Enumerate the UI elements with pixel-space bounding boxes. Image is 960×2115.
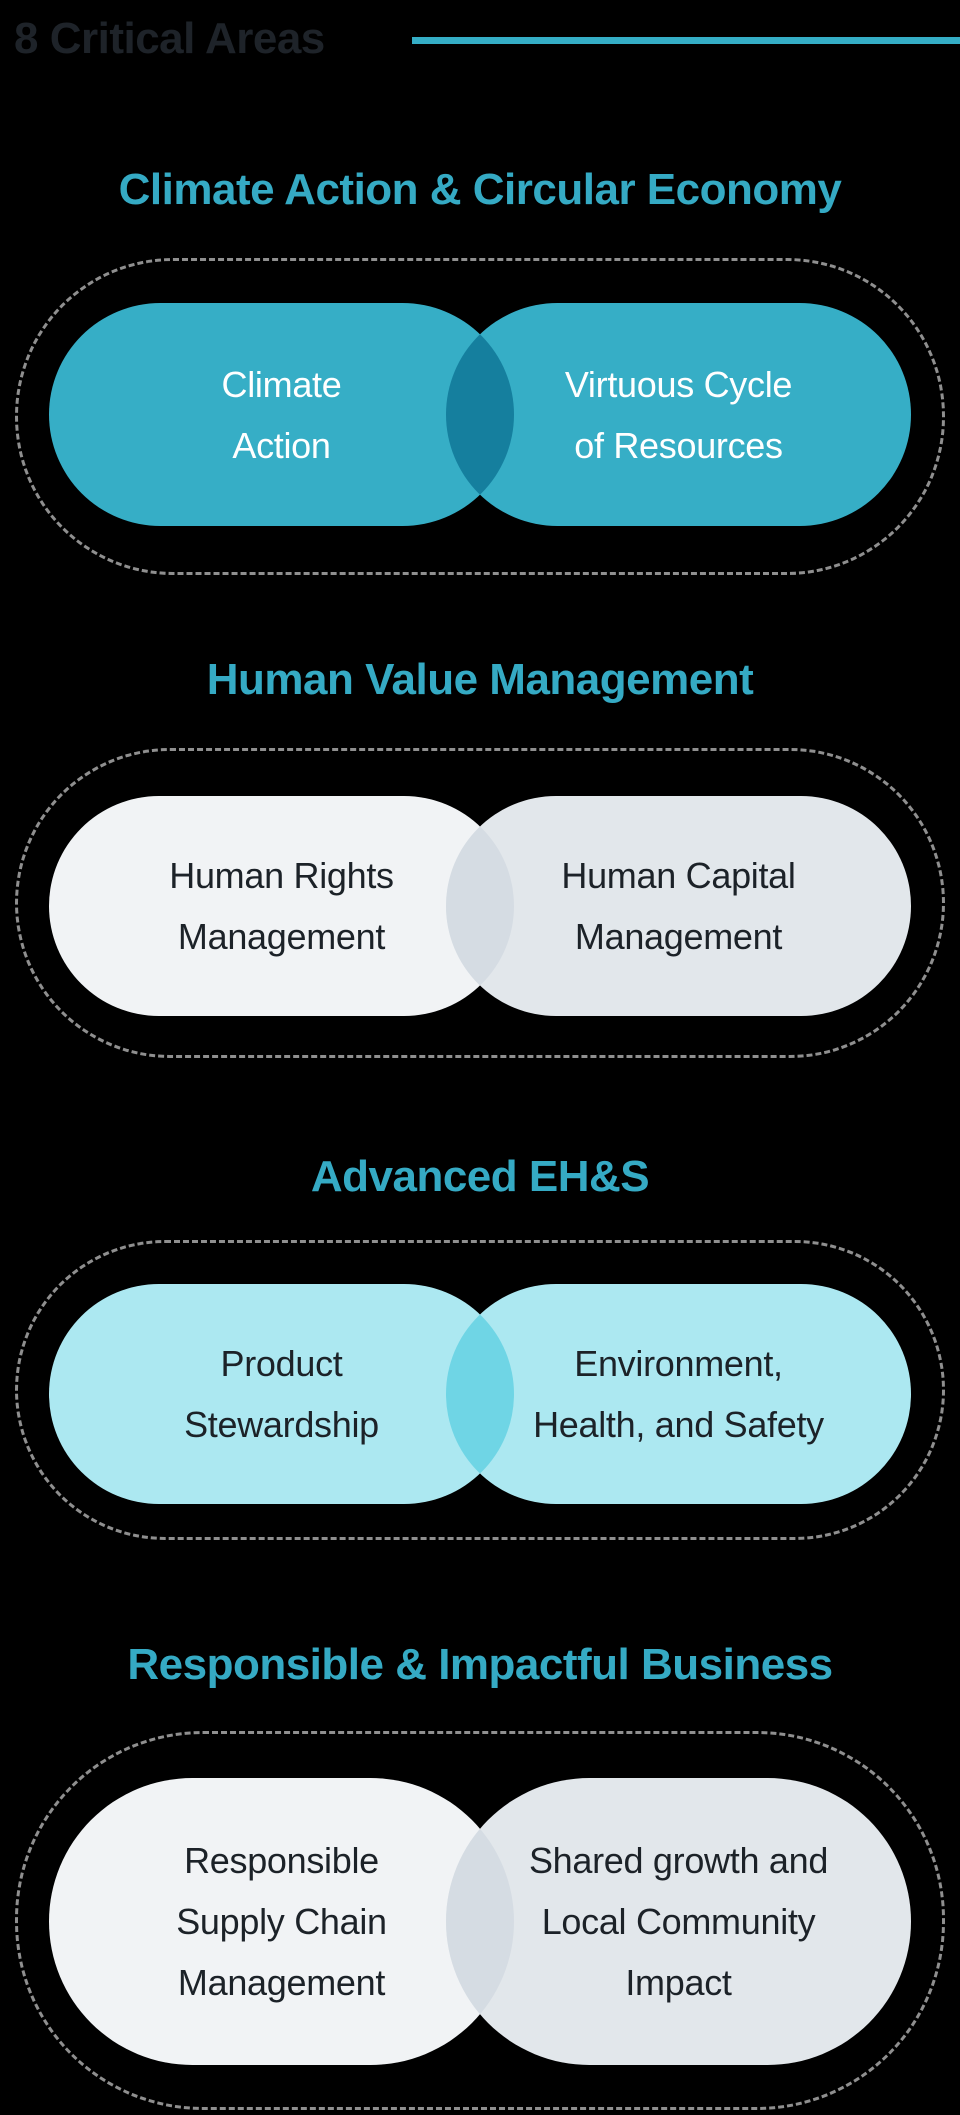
- section-heading: Advanced EH&S: [310, 1152, 650, 1201]
- right-pill-label: Environment, Health, and Safety: [533, 1343, 824, 1445]
- title-accent-line: [412, 37, 960, 44]
- left-pill-label: Human Rights Management: [169, 855, 394, 957]
- venn-container: Climate Action Virtuous Cycle of Resourc…: [15, 258, 945, 575]
- section-advanced-ehs: Advanced EH&S Product Stewardship Enviro…: [0, 1151, 960, 1540]
- right-pill-shape: [446, 1284, 911, 1504]
- venn-container: Human Rights Management Human Capital Ma…: [15, 748, 945, 1058]
- venn-diagram: Climate Action Virtuous Cycle of Resourc…: [49, 303, 911, 526]
- left-pill-label: Product Stewardship: [184, 1343, 379, 1445]
- left-pill-label: Responsible Supply Chain Management: [176, 1840, 387, 2003]
- section-heading: Human Value Management: [206, 655, 754, 704]
- venn-diagram: Human Rights Management Human Capital Ma…: [49, 796, 911, 1016]
- right-pill-shape: [446, 303, 911, 526]
- venn-diagram: Responsible Supply Chain Management Shar…: [49, 1778, 911, 2065]
- section-climate-circular-economy: Climate Action & Circular Economy Climat…: [0, 164, 960, 575]
- right-pill-label: Virtuous Cycle of Resources: [564, 363, 793, 466]
- left-pill-shape: [49, 796, 514, 1016]
- venn-container: Responsible Supply Chain Management Shar…: [15, 1731, 945, 2110]
- left-pill-label: Climate Action: [221, 363, 342, 466]
- right-pill-label: Shared growth and Local Community Impact: [528, 1840, 829, 2003]
- right-pill-shape: [446, 796, 911, 1016]
- page-title: 8 Critical Areas: [14, 14, 325, 63]
- left-pill-shape: [49, 303, 514, 526]
- right-pill-shape: [446, 1778, 911, 2065]
- right-pill-label: Human Capital Management: [561, 855, 796, 957]
- venn-shapes: [49, 1778, 911, 2065]
- section-heading: Climate Action & Circular Economy: [118, 165, 842, 214]
- venn-container: Product Stewardship Environment, Health,…: [15, 1240, 945, 1540]
- left-pill-shape: [49, 1778, 514, 2065]
- venn-shapes: [49, 1284, 911, 1504]
- section-heading: Responsible & Impactful Business: [127, 1640, 833, 1689]
- venn-diagram: Product Stewardship Environment, Health,…: [49, 1284, 911, 1504]
- section-human-value-management: Human Value Management Human Rights Mana…: [0, 654, 960, 1058]
- section-responsible-impactful-business: Responsible & Impactful Business Respons…: [0, 1639, 960, 2110]
- venn-shapes: [49, 796, 911, 1016]
- left-pill-shape: [49, 1284, 514, 1504]
- venn-shapes: [49, 303, 911, 526]
